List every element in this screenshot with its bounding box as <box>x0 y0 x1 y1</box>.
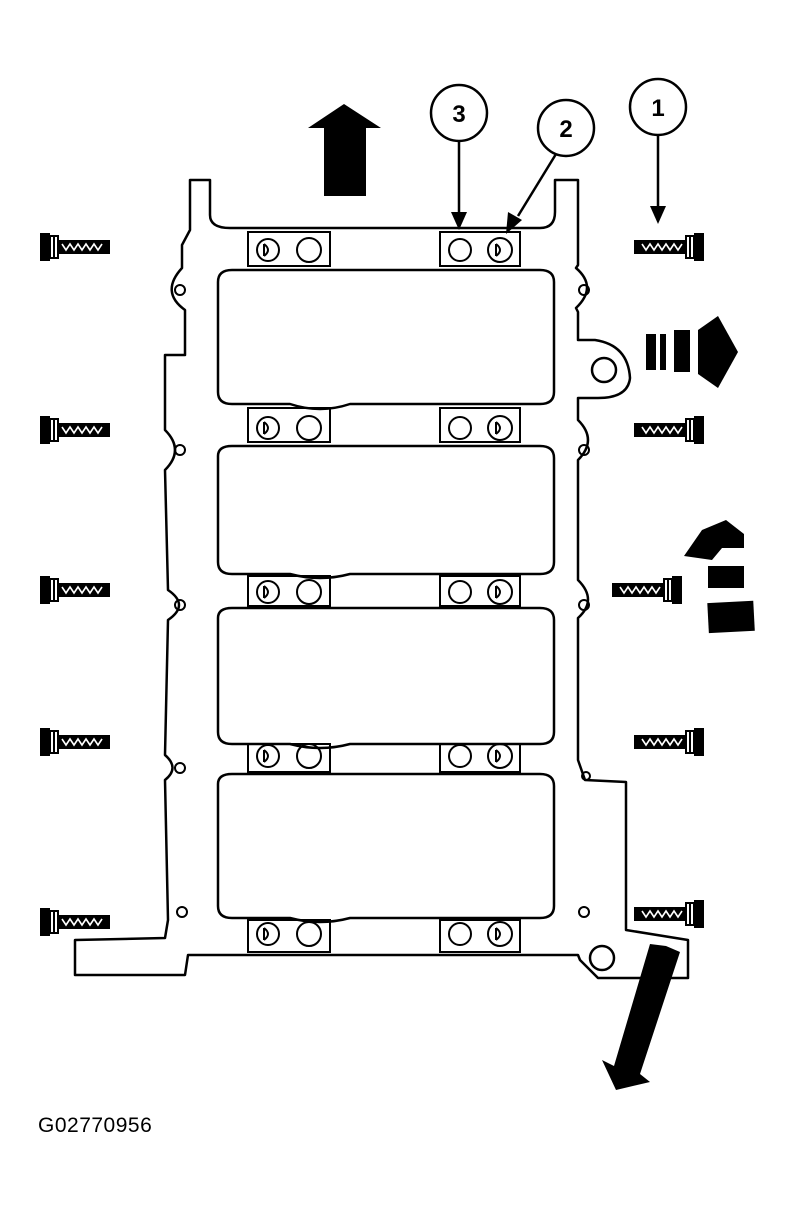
callout-2-label: 2 <box>559 116 572 143</box>
bolts-left <box>39 232 111 937</box>
bolt-icon <box>634 233 704 261</box>
bolt-icon <box>612 576 682 604</box>
callout-1-label: 1 <box>651 95 664 122</box>
arrow-right-icon <box>646 316 738 388</box>
gasket-windows <box>216 268 556 924</box>
bolt-icon <box>634 416 704 444</box>
callout-1: 1 <box>628 77 688 224</box>
bolt-icon <box>39 415 111 445</box>
bolt-holes <box>174 237 618 972</box>
figure-id: G02770956 <box>38 1114 153 1137</box>
bolt-icon <box>39 232 111 262</box>
bolt-icon <box>39 907 111 937</box>
bolt-icon <box>39 575 111 605</box>
bolt-icon <box>634 900 704 928</box>
gasket-outline <box>73 178 690 980</box>
callout-2: 2 <box>506 98 596 234</box>
callout-3: 3 <box>429 83 489 230</box>
bearing-cap-bridges <box>247 231 521 953</box>
bolt-icon <box>39 727 111 757</box>
arrow-up-icon <box>308 104 381 196</box>
callout-3-label: 3 <box>452 101 465 128</box>
bolt-icon <box>634 728 704 756</box>
arrow-diagonal-icon <box>684 520 755 634</box>
